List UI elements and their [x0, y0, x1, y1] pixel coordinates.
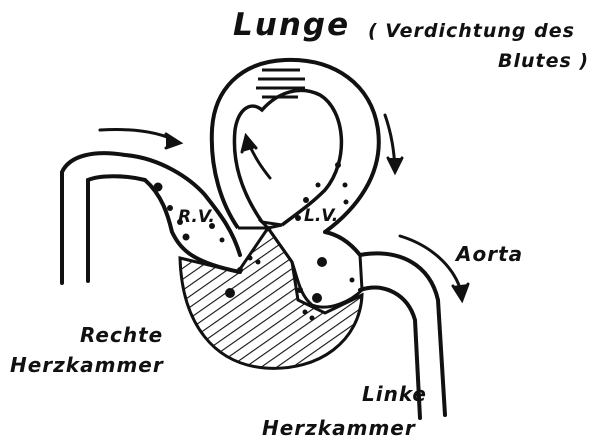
arrow-lung-down-head-icon: [388, 158, 402, 172]
linke-herzkammer-label-line2: Herzkammer: [262, 418, 416, 438]
arrow-inflow-head-icon: [166, 134, 180, 148]
rv-label: R.V.: [178, 209, 215, 226]
arrow-lung-up-head-icon: [242, 136, 256, 152]
right-ventricle-inner: [88, 176, 240, 281]
arrow-aorta-head-icon: [453, 284, 468, 300]
rechte-herzkammer-label-line2: Herzkammer: [10, 355, 164, 375]
lung-loop-inner: [234, 90, 341, 225]
verdichtung-label-line2: Blutes ): [498, 52, 589, 71]
hatched-blood-region: [180, 228, 362, 368]
lung-loop-outer: [212, 60, 379, 232]
lunge-label: Lunge: [233, 10, 350, 41]
linke-herzkammer-label-line1: Linke: [362, 384, 427, 404]
verdichtung-label-line1: ( Verdichtung des: [368, 22, 575, 41]
aorta-label: Aorta: [456, 244, 523, 264]
rechte-herzkammer-label-line1: Rechte: [80, 325, 163, 345]
lv-label: L.V.: [304, 208, 338, 225]
